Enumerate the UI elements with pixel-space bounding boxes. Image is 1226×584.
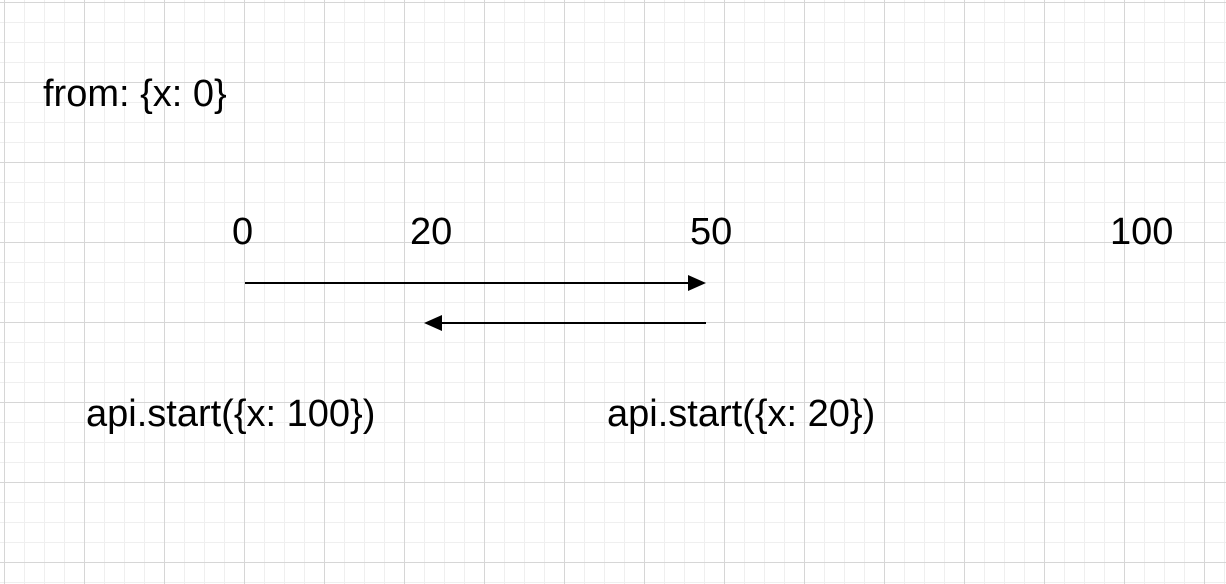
tick-label-50: 50: [690, 211, 733, 253]
tick-label-20: 20: [410, 211, 453, 253]
from-label: from: {x: 0}: [43, 73, 227, 115]
arrow-backward: [424, 315, 706, 331]
call-label-start-20: api.start({x: 20}): [607, 393, 876, 435]
arrow-forward-head: [688, 275, 706, 291]
arrow-forward: [245, 275, 706, 291]
arrow-backward-head: [424, 315, 442, 331]
tick-label-0: 0: [232, 211, 254, 253]
call-label-start-100: api.start({x: 100}): [86, 393, 376, 435]
tick-label-100: 100: [1110, 211, 1174, 253]
